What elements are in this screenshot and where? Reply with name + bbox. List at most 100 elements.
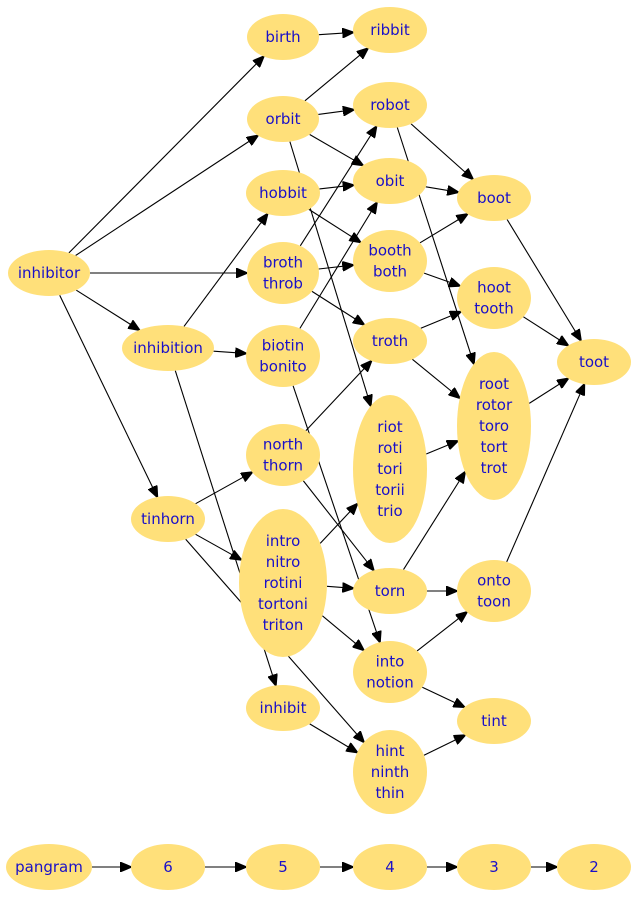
node-n5: 5 (246, 844, 320, 890)
node-ellipse (457, 352, 531, 500)
edge-boot-to-toot (506, 219, 581, 341)
edge-inhibition-to-hobbit (183, 214, 268, 327)
node-ellipse (353, 230, 427, 292)
node-label: nitro (266, 553, 301, 571)
node-label: both (373, 263, 407, 281)
node-ellipse (353, 641, 427, 703)
node-label: tort (480, 438, 507, 456)
node-n6: 6 (131, 844, 205, 890)
edge-inhibitor-to-inhibition (76, 289, 139, 330)
node-label: throb (263, 275, 303, 293)
node-label: tortoni (258, 595, 308, 613)
edge-robot-to-boot (410, 123, 473, 179)
node-label: rotor (476, 396, 513, 414)
node-ellipse (457, 698, 531, 744)
node-inhibit: inhibit (246, 685, 320, 731)
node-hobbit: hobbit (246, 170, 320, 216)
edge-broth-to-robot (299, 126, 376, 247)
edge-torn-to-root (403, 472, 466, 570)
node-ellipse (247, 14, 319, 60)
node-ellipse (247, 242, 319, 304)
node-label: booth (368, 242, 411, 260)
node-ellipse (557, 339, 631, 385)
node-label: trot (481, 459, 508, 477)
edge-inhibitor-to-tinhorn (59, 294, 158, 497)
node-label: thorn (263, 457, 303, 475)
edge-birth-to-ribbit (318, 32, 353, 34)
node-inhibitor: inhibitor (8, 250, 90, 296)
node-ellipse (246, 170, 320, 216)
edge-intro-to-into (322, 615, 363, 650)
edge-tinhorn-to-intro (195, 533, 242, 560)
node-label: rotini (264, 574, 303, 592)
node-n3: 3 (457, 844, 531, 890)
node-label: north (263, 436, 303, 454)
node-ellipse (239, 509, 327, 657)
node-label: inhibit (260, 699, 307, 717)
node-ellipse (8, 250, 90, 296)
node-label: riot (377, 418, 403, 436)
node-label: 2 (589, 858, 599, 876)
node-booth: booth both (353, 230, 427, 292)
node-label: toon (477, 593, 511, 611)
node-ellipse (353, 318, 427, 364)
edge-booth-to-hoot (423, 272, 460, 286)
edge-intro-to-riot (319, 504, 357, 544)
node-label: inhibition (133, 339, 203, 357)
node-ellipse (557, 844, 631, 890)
node-inhibition: inhibition (122, 325, 214, 371)
edge-troth-to-root (412, 358, 459, 398)
node-label: trio (377, 502, 402, 520)
node-ellipse (353, 82, 427, 128)
node-ellipse (353, 844, 427, 890)
node-label: toot (579, 353, 609, 371)
edge-into-to-onto (416, 612, 467, 652)
edge-hobbit-to-booth (308, 208, 361, 242)
node-label: 4 (385, 858, 395, 876)
node-label: biotin (262, 337, 304, 355)
node-north: north thorn (246, 424, 320, 486)
node-boot: boot (457, 175, 531, 221)
node-label: hint (375, 742, 404, 760)
node-broth: broth throb (247, 242, 319, 304)
node-ellipse (353, 395, 427, 543)
node-label: tinhorn (141, 510, 195, 528)
node-ellipse (353, 158, 427, 204)
edge-obit-to-boot (425, 187, 458, 192)
node-label: birth (265, 28, 300, 46)
node-ellipse (122, 325, 214, 371)
node-robot: robot (353, 82, 427, 128)
node-label: robot (370, 96, 410, 114)
edge-broth-to-troth (311, 290, 364, 324)
node-label: troth (372, 332, 408, 350)
edge-booth-to-boot (419, 214, 468, 244)
node-label: boot (477, 189, 511, 207)
edge-north-to-torn (302, 480, 373, 570)
node-toot: toot (557, 339, 631, 385)
node-label: broth (263, 254, 303, 272)
node-birth: birth (247, 14, 319, 60)
node-torn: torn (353, 568, 427, 614)
node-label: toro (479, 417, 509, 435)
node-ellipse (247, 96, 319, 142)
edge-inhibitor-to-orbit (75, 136, 258, 256)
node-tint: tint (457, 698, 531, 744)
node-label: tooth (474, 300, 514, 318)
node-n2: 2 (557, 844, 631, 890)
node-label: pangram (15, 858, 83, 876)
edge-intro-to-torn (326, 586, 353, 588)
edge-into-to-tint (422, 686, 464, 707)
edge-orbit-to-robot (318, 110, 354, 115)
node-label: inhibitor (18, 264, 81, 282)
node-ellipse (457, 844, 531, 890)
edge-hoot-to-toot (523, 316, 568, 346)
node-orbit: orbit (247, 96, 319, 142)
edge-hint-to-tint (423, 735, 465, 756)
